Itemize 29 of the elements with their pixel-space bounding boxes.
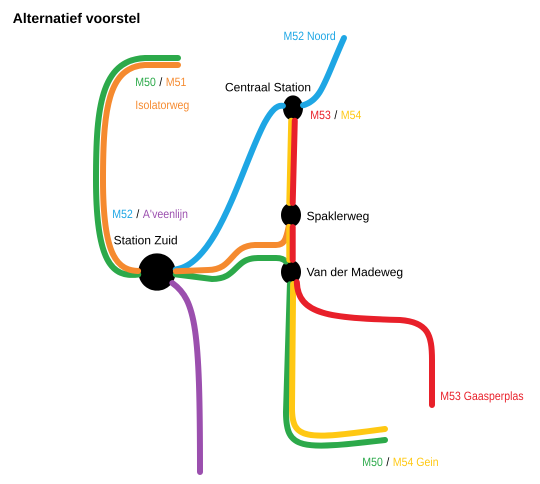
metro-line [169, 280, 203, 475]
station-name: Centraal Station [226, 82, 310, 92]
line-label: M52 Noord [284, 31, 336, 40]
title: Alternatief voorstel [13, 12, 140, 24]
line-label: M51 [166, 78, 186, 86]
metro-line [172, 255, 289, 282]
line-label: / [136, 209, 140, 218]
metro-line [290, 224, 296, 263]
line-label: M50 [363, 458, 382, 466]
station-name: Spaklerweg [307, 211, 369, 223]
metro-line [286, 224, 292, 263]
line-label: M53 [311, 110, 330, 120]
metro-line [290, 118, 298, 206]
line-label: Isolatorweg [136, 100, 189, 112]
station-name: Van der Madeweg [306, 267, 402, 279]
metro-line [294, 279, 435, 408]
line-label: / [386, 457, 390, 466]
line-label: / [159, 77, 162, 86]
line-label: / [334, 110, 338, 120]
station-name: Station Zuid [114, 236, 177, 244]
line-label: M54 Gein [394, 457, 438, 466]
metro-line [286, 118, 294, 206]
line-label: M54 [342, 110, 362, 120]
line-label: M52 [113, 210, 132, 218]
metro-line [300, 35, 347, 108]
line-label: A'veenlijn [142, 209, 188, 220]
line-label: M53 Gaasperplas [441, 391, 524, 402]
metro-line [172, 102, 286, 272]
line-label: M50 [136, 78, 156, 86]
